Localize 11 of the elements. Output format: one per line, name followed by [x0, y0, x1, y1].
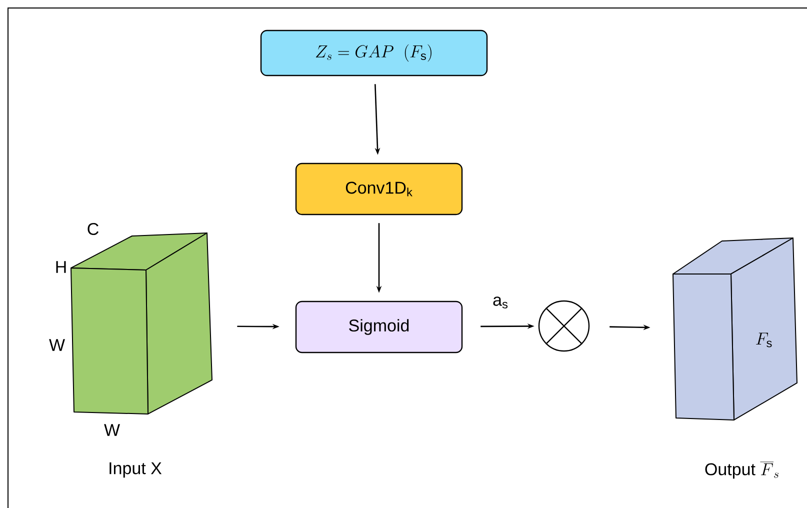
dimension-label: W	[49, 339, 65, 351]
dimension-label: W	[104, 424, 120, 436]
process-box: Conv1D$_{k}$	[295, 162, 463, 216]
multiply-circle	[538, 300, 590, 352]
dimension-label: C	[88, 222, 98, 236]
formula-box: $Z_s = GAP\ \ (F_{\mathrm{s}})$	[260, 30, 488, 76]
edge-label: a$_{s}$	[492, 296, 510, 310]
process-box: Sigmoid	[295, 300, 463, 354]
node-label: Input X	[110, 462, 162, 478]
dimension-label: H	[56, 261, 66, 273]
node-label: $\mathrm{Output}\ \overline{F}_s$	[705, 462, 778, 479]
